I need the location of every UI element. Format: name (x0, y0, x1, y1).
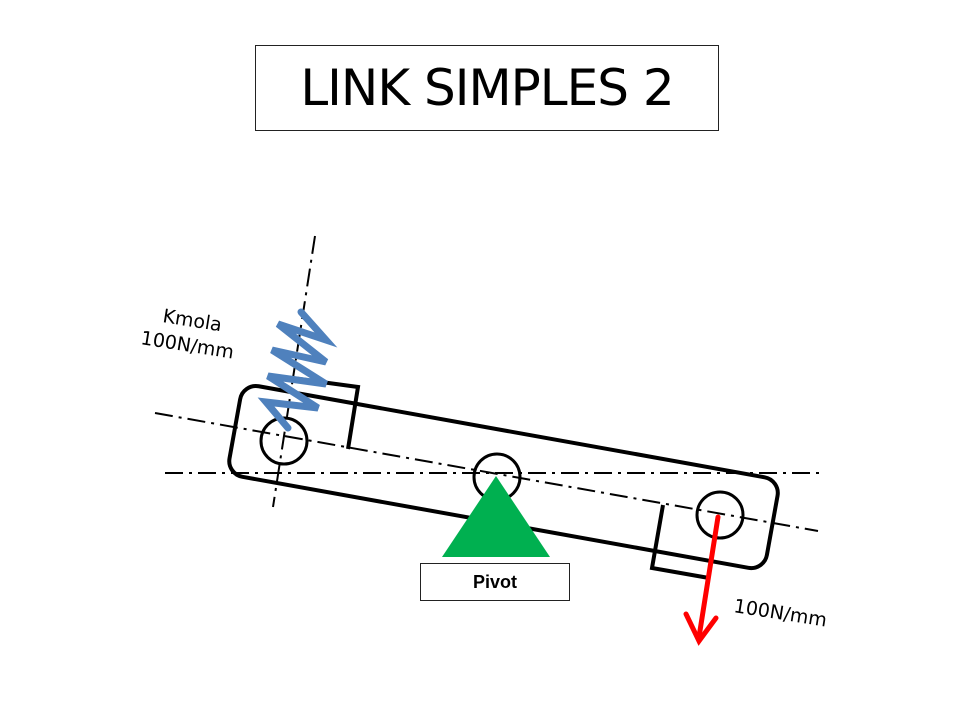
diagram-title: LINK SIMPLES 2 (300, 59, 674, 117)
force-arrow-head (683, 611, 719, 646)
spring-label-line2: 100N/mm (139, 327, 235, 363)
force-arrow-shaft (696, 514, 721, 640)
right-hole (695, 490, 745, 540)
force-label: 100N/mm (732, 595, 828, 631)
spring-axis-line (272, 235, 316, 508)
title-box: LINK SIMPLES 2 (255, 45, 719, 131)
right-perpendicular-mark (649, 504, 710, 580)
link-centerline (154, 412, 819, 532)
spring-icon (257, 308, 338, 432)
pivot-triangle (442, 476, 550, 557)
pivot-label: Pivot (472, 571, 517, 592)
pivot-label-box: Pivot (420, 563, 570, 601)
